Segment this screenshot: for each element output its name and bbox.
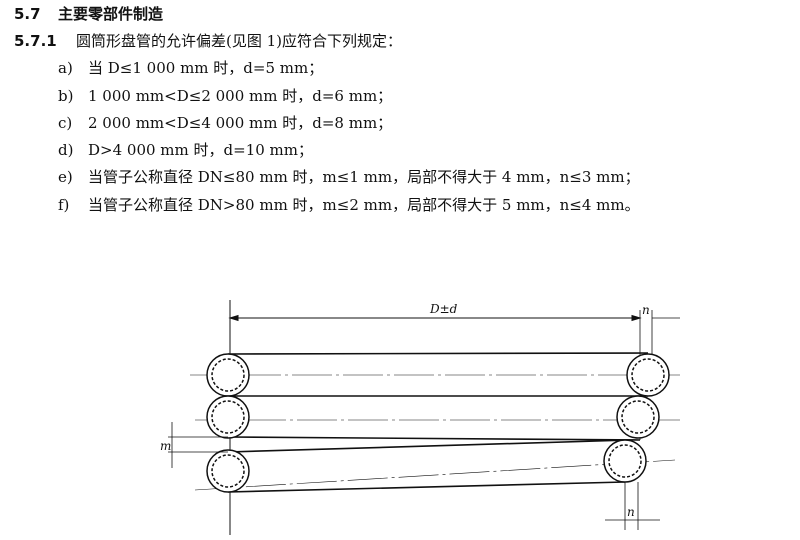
item-label: b) (58, 87, 74, 105)
section-number: 5.7 (14, 5, 41, 23)
pipe-sections (206, 353, 670, 493)
item-text: 当 D≤1 000 mm 时，d=5 mm； (88, 59, 324, 77)
item-label: f) (58, 196, 70, 214)
item-label: c) (58, 114, 73, 132)
item-label: e) (58, 168, 73, 186)
list-item: e) 当管子公称直径 DN≤80 mm 时，m≤1 mm，局部不得大于 4 mm，… (58, 167, 640, 187)
item-text: 当管子公称直径 DN>80 mm 时，m≤2 mm，局部不得大于 5 mm，n≤… (88, 196, 640, 214)
n-label-bottom: n (627, 505, 635, 519)
item-text: D>4 000 mm 时，d=10 mm； (88, 141, 313, 159)
item-text: 2 000 mm<D≤4 000 mm 时，d=8 mm； (88, 114, 393, 132)
section-heading: 5.7 主要零部件制造 (14, 4, 163, 24)
list-item: d) D>4 000 mm 时，d=10 mm； (58, 140, 313, 160)
dimension-label: D±d (429, 302, 458, 316)
clause-number: 5.7.1 (14, 32, 57, 50)
item-text: 当管子公称直径 DN≤80 mm 时，m≤1 mm，局部不得大于 4 mm，n≤… (88, 168, 640, 186)
clause-text: 圆筒形盘管的允许偏差(见图 1)应符合下列规定： (76, 32, 403, 50)
list-item: c) 2 000 mm<D≤4 000 mm 时，d=8 mm； (58, 113, 392, 133)
list-item: f) 当管子公称直径 DN>80 mm 时，m≤2 mm，局部不得大于 5 mm，… (58, 195, 640, 215)
item-label: d) (58, 141, 74, 159)
dimension-arrows (228, 314, 642, 322)
item-label: a) (58, 59, 73, 77)
m-label: m (160, 439, 171, 453)
list-item: b) 1 000 mm<D≤2 000 mm 时，d=6 mm； (58, 86, 392, 106)
item-text: 1 000 mm<D≤2 000 mm 时，d=6 mm； (88, 87, 393, 105)
section-title: 主要零部件制造 (58, 5, 164, 23)
n-label-top: n (642, 303, 650, 317)
list-item: a) 当 D≤1 000 mm 时，d=5 mm； (58, 58, 323, 78)
clause-line: 5.7.1 圆筒形盘管的允许偏差(见图 1)应符合下列规定： (14, 31, 402, 51)
